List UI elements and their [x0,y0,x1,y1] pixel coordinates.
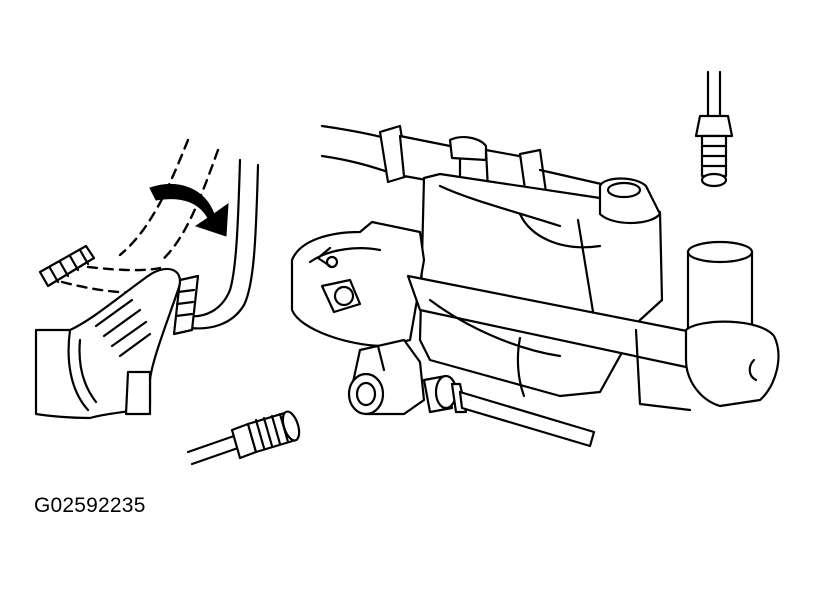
foot-shoe [34,267,181,420]
push-arrow-icon [149,184,229,237]
brake-pedal-arm [172,158,260,336]
master-cylinder [290,124,780,448]
brake-pedal-depressed [38,138,220,294]
brake-line-fitting-lower [186,410,301,466]
brake-line-fitting-upper [694,70,734,188]
figure-id-label: G02592235 [34,494,146,517]
